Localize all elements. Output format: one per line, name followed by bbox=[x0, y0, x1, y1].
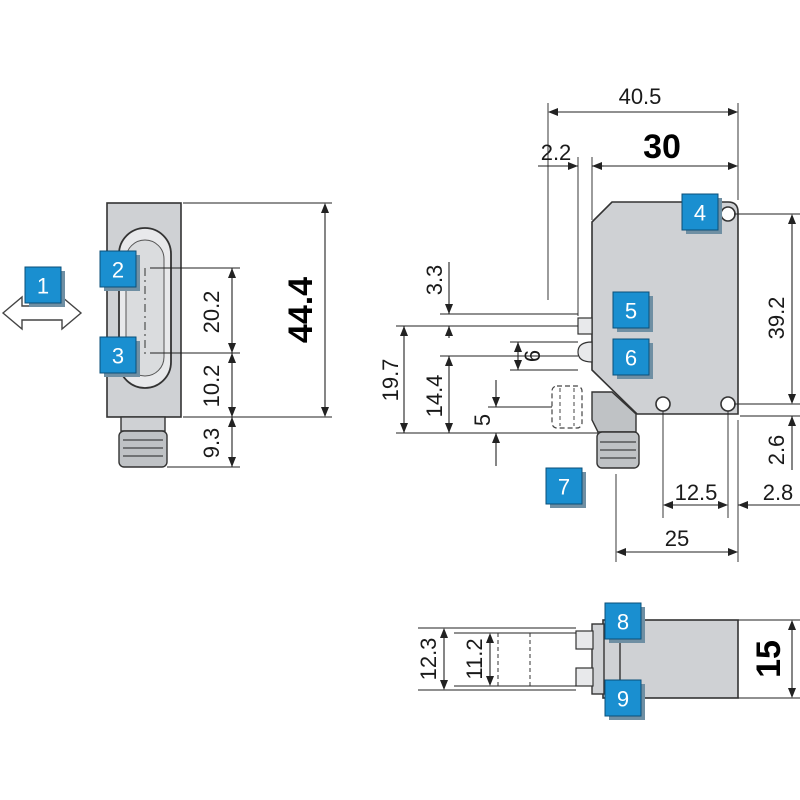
dim-connector-side: 5 bbox=[470, 414, 495, 426]
double-arrow-icon bbox=[1, 295, 83, 331]
front-view: 44.4 20.2 10.2 9.3 bbox=[1, 202, 332, 468]
callout-7: 7 bbox=[545, 467, 586, 508]
svg-text:2: 2 bbox=[112, 258, 124, 283]
front-connector bbox=[118, 430, 168, 468]
svg-text:7: 7 bbox=[558, 475, 570, 500]
svg-text:1: 1 bbox=[37, 274, 49, 299]
dim-front-connector: 9.3 bbox=[199, 428, 224, 459]
svg-text:6: 6 bbox=[625, 346, 637, 371]
dim-bottom-inner: 11.2 bbox=[462, 638, 487, 679]
side-view: 40.5 30 2.2 19.7 3.3 bbox=[378, 84, 800, 562]
dim-depth: 15 bbox=[750, 640, 788, 678]
dim-led-offset: 6 bbox=[520, 350, 545, 362]
dim-mount-bottom: 2.6 bbox=[764, 435, 789, 466]
dim-front-height: 44.4 bbox=[282, 277, 320, 343]
svg-text:4: 4 bbox=[694, 201, 706, 226]
callout-4: 4 bbox=[681, 193, 722, 234]
callout-5: 5 bbox=[612, 291, 653, 332]
dim-lower-height: 14.4 bbox=[422, 375, 447, 418]
dim-mount-height: 39.2 bbox=[764, 297, 789, 340]
dim-bottom-outer: 12.3 bbox=[416, 638, 441, 681]
dim-lens-height: 19.7 bbox=[378, 359, 403, 402]
dim-lens-bottom: 10.2 bbox=[199, 365, 224, 408]
dim-base-width: 25 bbox=[665, 526, 689, 551]
dim-offset-top: 2.2 bbox=[541, 140, 572, 165]
callout-3: 3 bbox=[99, 336, 140, 377]
callout-6: 6 bbox=[612, 338, 653, 379]
dim-overall-width: 40.5 bbox=[619, 84, 662, 109]
front-connector-neck bbox=[120, 416, 166, 432]
callout-8: 8 bbox=[604, 602, 645, 643]
callout-1: 1 bbox=[24, 266, 65, 307]
dim-hole-spacing: 12.5 bbox=[675, 480, 718, 505]
dim-hole-edge: 2.8 bbox=[763, 480, 794, 505]
callout-2: 2 bbox=[99, 250, 140, 291]
svg-text:5: 5 bbox=[625, 299, 637, 324]
dim-housing-width: 30 bbox=[643, 128, 681, 166]
svg-text:8: 8 bbox=[617, 610, 629, 635]
svg-text:9: 9 bbox=[617, 687, 629, 712]
svg-text:3: 3 bbox=[112, 344, 124, 369]
dim-lens-spacing: 20.2 bbox=[199, 291, 224, 334]
dim-top-offset: 3.3 bbox=[422, 265, 447, 296]
callout-9: 9 bbox=[604, 679, 645, 720]
